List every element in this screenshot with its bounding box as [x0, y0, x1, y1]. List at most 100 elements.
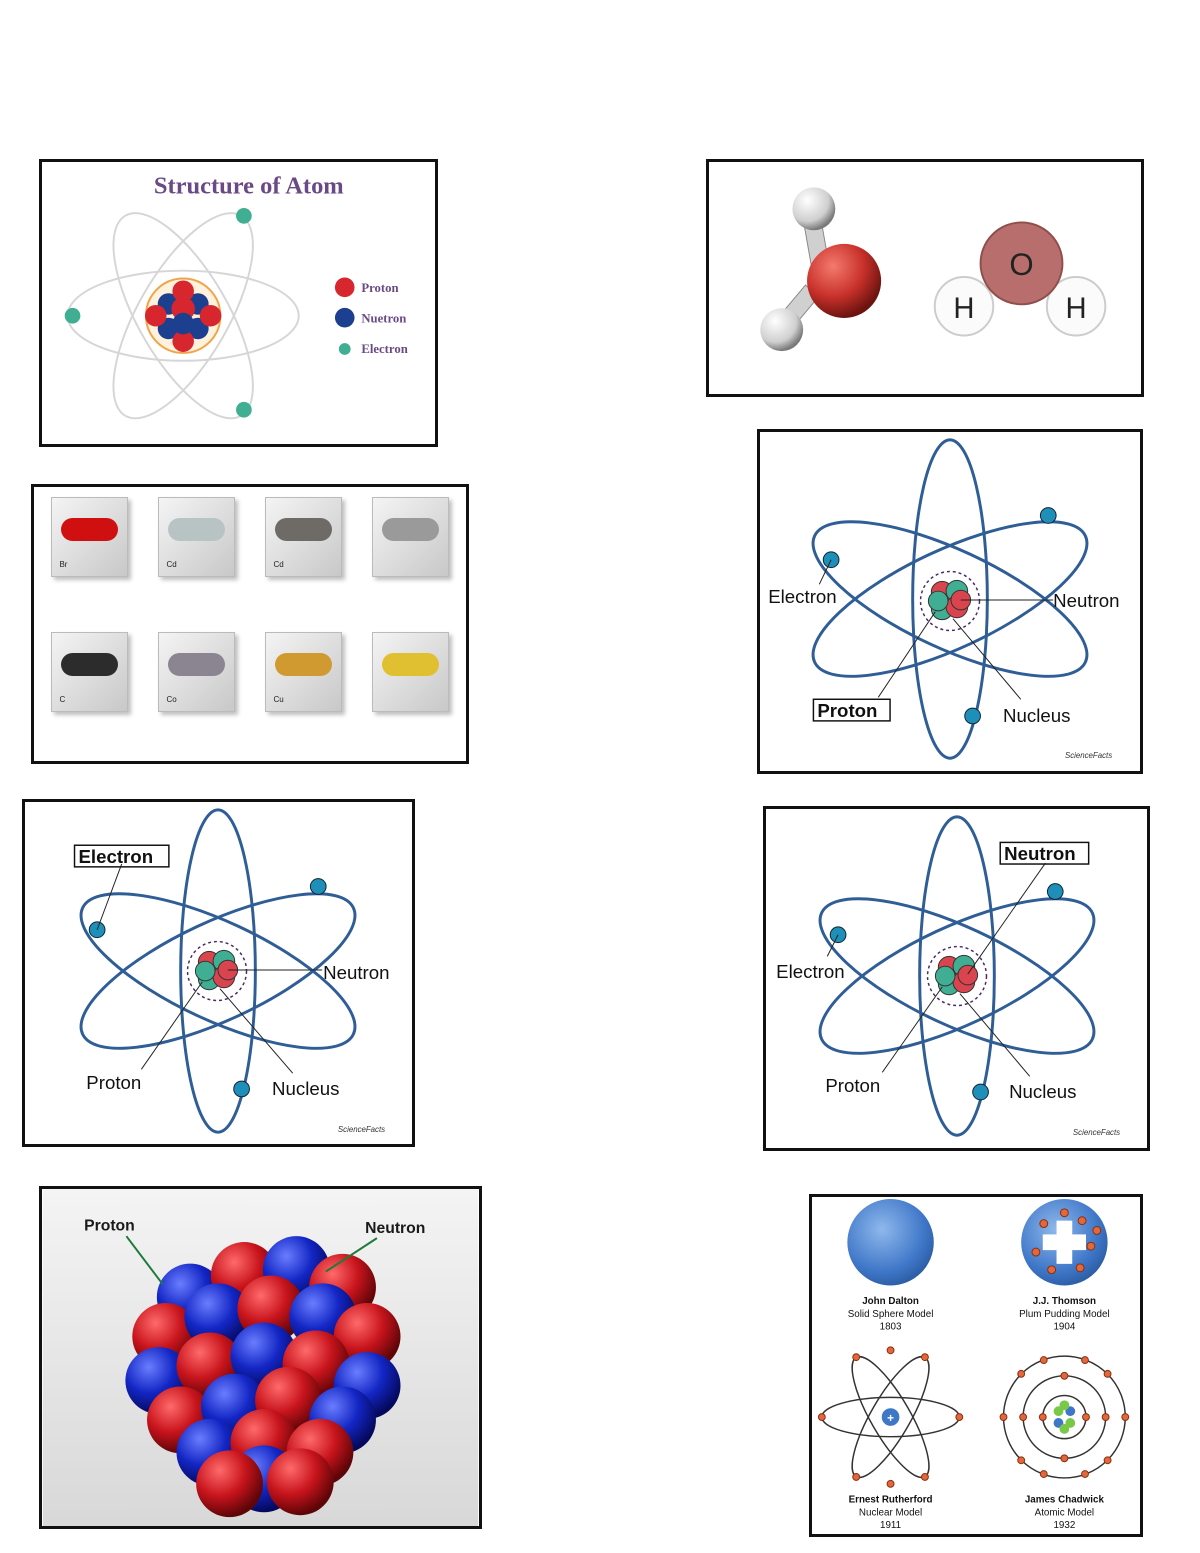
thomson-model [1021, 1199, 1108, 1286]
sample-symbol: Co [166, 694, 177, 704]
electron-dot [822, 551, 840, 569]
electron-dot [309, 878, 327, 895]
nucleus-3d-diagram: Proton Neutron [42, 1189, 479, 1526]
legend-proton-label: Proton [361, 281, 398, 295]
neutron-label: Neutron [323, 962, 389, 983]
sample-specimen [274, 652, 332, 677]
sample-cube: C [50, 632, 128, 713]
structure-nucleus [144, 280, 222, 352]
nucleus-cluster [125, 1236, 401, 1518]
proton-label: Proton [84, 1217, 135, 1234]
electron-dot [233, 1080, 250, 1098]
neutron-highlight-box [999, 841, 1090, 865]
proton-ball [266, 1448, 334, 1516]
proton-label: Proton [817, 700, 877, 721]
leader-lines [826, 862, 1046, 1077]
electron-dot [972, 1083, 989, 1101]
model-type: Plum Pudding Model [1019, 1309, 1110, 1320]
atom-proton-panel: Electron Neutron Proton Nucleus ScienceF… [757, 429, 1143, 774]
proton-ball [333, 1302, 401, 1370]
sample-specimen [381, 652, 439, 677]
electron-dot [64, 307, 81, 324]
sample-cube: Cd [157, 497, 235, 578]
structure-title: Structure of Atom [154, 172, 344, 199]
water-molecule-diagram: O H H [760, 187, 1107, 352]
nucleus-ring [919, 570, 981, 632]
orbits [79, 808, 357, 1134]
sample-cell [357, 489, 464, 624]
model-year: 1911 [880, 1520, 901, 1531]
legend-neutron-swatch [334, 307, 355, 328]
neutron-label: Neutron [365, 1220, 425, 1237]
rutherford-model: + [817, 1346, 964, 1488]
sample-specimen [60, 517, 118, 542]
leader-lines [818, 559, 1054, 700]
svg-text:+: + [887, 1412, 894, 1425]
atom-neutron-diagram: Electron Neutron Proton Nucleus ScienceF… [776, 815, 1120, 1137]
credit-label: ScienceFacts [1065, 751, 1112, 760]
sample-cube: Cd [264, 497, 342, 578]
structure-of-atom-panel: Structure of Atom Proton Nuetron Electro… [39, 159, 438, 447]
sample-cell [357, 624, 464, 759]
model-name: John Dalton [862, 1296, 919, 1307]
nucleus-ring [926, 945, 988, 1007]
nucleus-ring [186, 940, 248, 1002]
sample-cell: Co [143, 624, 250, 759]
dalton-sphere [847, 1199, 934, 1286]
proton-ball [196, 1450, 263, 1518]
sample-specimen [167, 652, 225, 677]
nucleus-label: Nucleus [272, 1078, 339, 1099]
sample-symbol: C [59, 694, 66, 704]
model-year: 1932 [1053, 1520, 1075, 1531]
sample-cell: Cd [143, 489, 250, 624]
leader-lines [96, 863, 323, 1074]
legend-electron-label: Electron [361, 342, 407, 356]
orbits [818, 815, 1096, 1137]
nucleus [934, 954, 979, 996]
sample-symbol: Cd [273, 559, 284, 569]
neutron-label: Neutron [1053, 590, 1119, 611]
lettered-model: O H H [933, 221, 1107, 337]
electron-label: Electron [776, 961, 844, 982]
model-type: Solid Sphere Model [848, 1309, 934, 1320]
sample-cube [371, 497, 449, 578]
atomic-models-diagram: John Dalton Solid Sphere Model 1803 J.J.… [817, 1199, 1130, 1531]
structure-of-atom-diagram: Structure of Atom Proton Nuetron Electro… [64, 172, 408, 420]
atom-electron-panel: Electron Neutron Proton Nucleus ScienceF… [22, 799, 415, 1147]
sample-cell: Cd [250, 489, 357, 624]
model-type: Atomic Model [1035, 1507, 1094, 1518]
model-name: James Chadwick [1025, 1494, 1105, 1505]
sample-specimen [60, 652, 118, 677]
sample-cell: Cu [250, 624, 357, 759]
atom-proton-diagram: Electron Neutron Proton Nucleus ScienceF… [768, 438, 1120, 760]
legend-electron-swatch [338, 343, 351, 355]
neutron-ball [184, 1283, 252, 1351]
electron-dot [1039, 507, 1057, 524]
neutron-label: Neutron [1004, 843, 1076, 864]
nucleus [927, 579, 972, 621]
leader-lines [125, 1235, 378, 1285]
hydrogen-left-label: H [953, 293, 974, 325]
nucleus-3d-panel: Proton Neutron [39, 1186, 482, 1529]
model-year: 1803 [880, 1322, 902, 1333]
model-type: Nuclear Model [859, 1507, 922, 1518]
legend-proton-swatch [334, 277, 355, 298]
oxygen-label: O [1009, 247, 1033, 282]
hydrogen-right-label: H [1066, 293, 1087, 325]
model-year: 1904 [1053, 1322, 1075, 1333]
electron-dot [1046, 883, 1064, 900]
sample-cube: Br [50, 497, 128, 578]
electron-dot [236, 401, 252, 418]
sample-symbol: Cu [273, 694, 284, 704]
ball-and-stick-model [760, 187, 882, 352]
sample-specimen [274, 517, 332, 542]
electron-dot [236, 208, 252, 224]
proton-label: Proton [825, 1075, 880, 1096]
credit-label: ScienceFacts [1073, 1128, 1120, 1137]
chadwick-model [999, 1355, 1130, 1479]
sample-symbol: Br [59, 559, 68, 569]
electron-dot [88, 921, 106, 939]
nucleus-label: Nucleus [1003, 705, 1070, 726]
